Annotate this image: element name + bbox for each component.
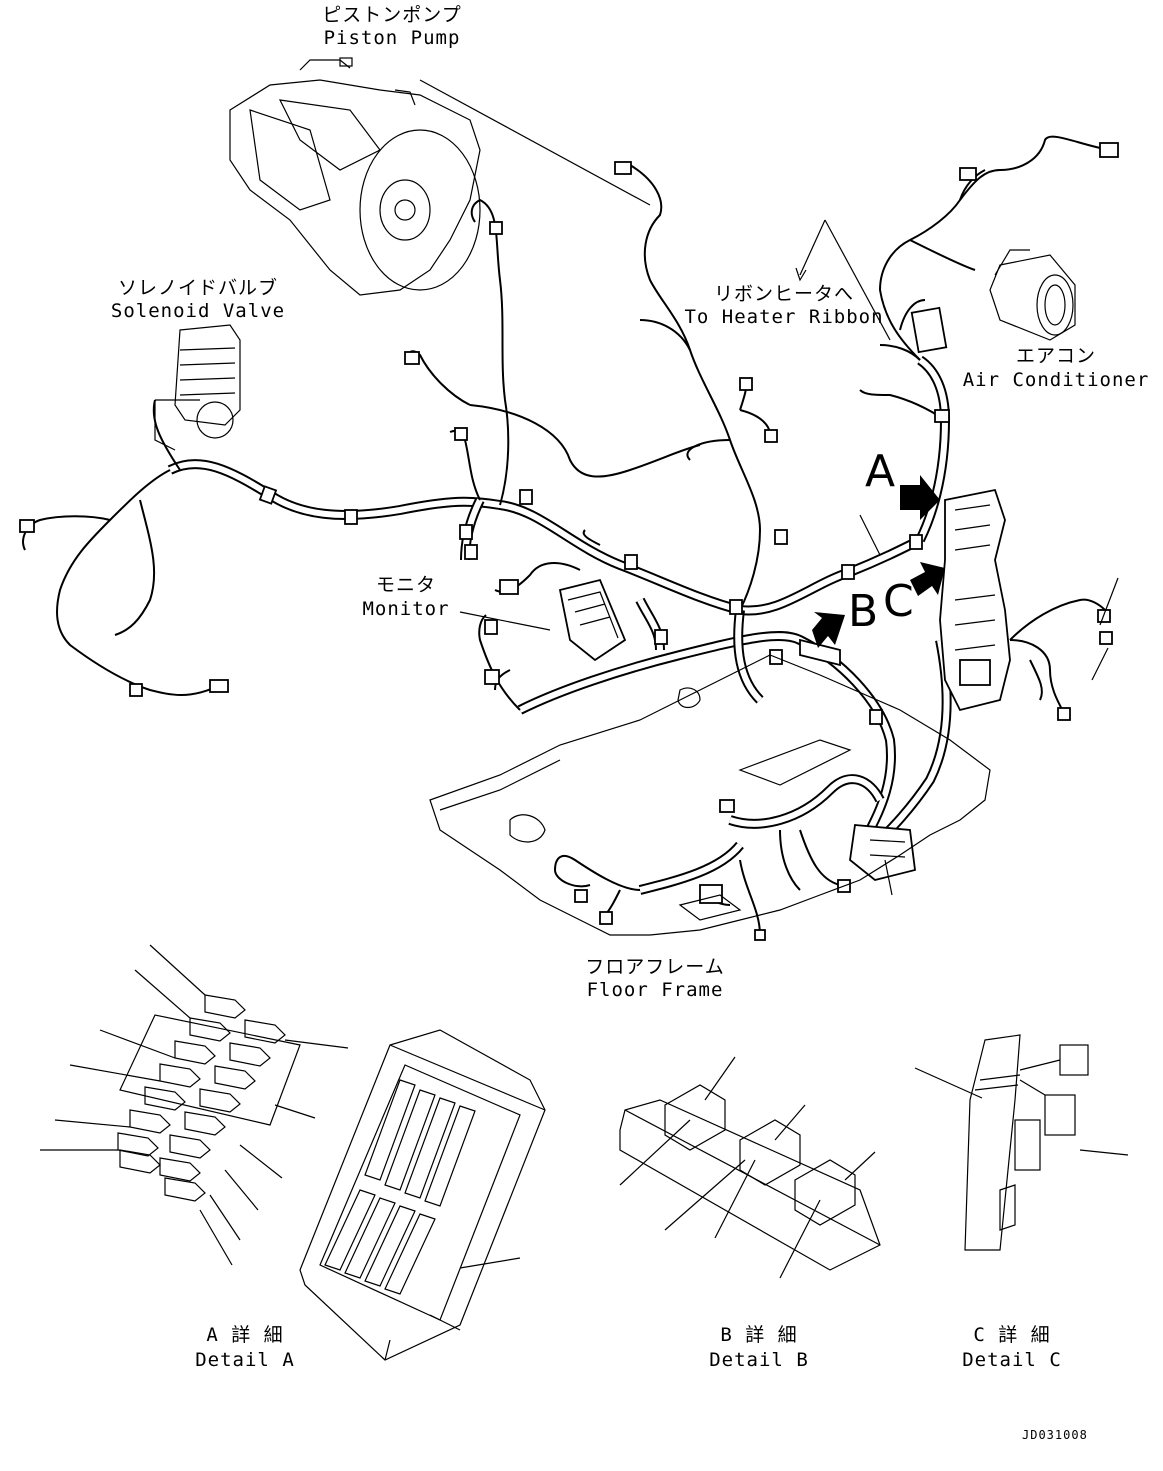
air-conditioner-label-ja: エアコン [1015,345,1097,367]
arrow-a-icon [900,475,940,520]
detail-c-label-en: Detail C [962,1349,1062,1371]
callout-c: C [883,576,914,627]
solenoid-valve-drawing [154,324,241,451]
callout-b: B [848,586,879,637]
monitor-label-ja: モニタ [375,574,437,596]
callout-a: A [865,446,896,497]
piston-pump-label-en: Piston Pump [323,27,461,49]
air-conditioner-drawing [989,249,1076,341]
detail-c-label-ja: C 詳 細 [973,1324,1051,1346]
leader-lines [459,219,1119,896]
detail-b-connectors [619,1056,881,1279]
heater-ribbon-label-en: To Heater Ribbon [684,306,884,328]
heater-ribbon-label-ja: リボンヒータへ [713,283,855,305]
detail-a-terminals [40,944,349,1266]
detail-a-label-en: Detail A [195,1349,295,1371]
monitor-label-en: Monitor [362,598,450,620]
detail-b-label-ja: B 詳 細 [720,1324,798,1346]
callout-arrows [812,475,945,648]
air-conditioner-label-en: Air Conditioner [962,369,1150,391]
branch-wires [22,135,1111,936]
piston-pump-label-ja: ピストンポンプ [322,4,462,26]
piston-pump-drawing [229,57,651,296]
detail-c-connectors [914,1034,1129,1251]
floor-frame-plate [429,654,991,936]
floor-frame-label-ja: フロアフレーム [585,956,725,978]
floor-frame-label-en: Floor Frame [586,979,724,1001]
arrow-b-icon [812,612,845,648]
detail-a-fuse-block [299,1029,546,1361]
solenoid-valve-label-en: Solenoid Valve [110,300,286,322]
main-harness [167,355,952,895]
drawing-code: JD031008 [1022,1428,1088,1442]
harness-clips [19,142,1119,941]
arrow-c-icon [910,562,945,596]
detail-b-label-en: Detail B [709,1349,809,1371]
solenoid-valve-label-ja: ソレノイドバルブ [117,277,279,299]
detail-a-label-ja: A 詳 細 [206,1324,284,1346]
